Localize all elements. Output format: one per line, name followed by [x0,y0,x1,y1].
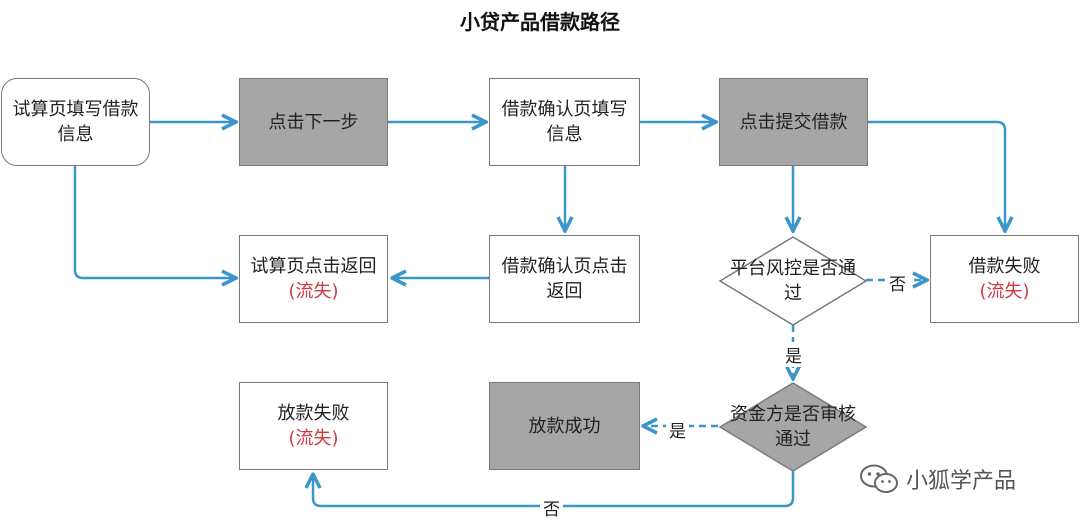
watermark: 小狐学产品 [858,462,1016,496]
loss-label: (流失) [288,428,339,449]
trial-back-node: 试算页点击返回 (流失) [239,235,388,323]
edge-label-risk-no: 否 [886,270,909,295]
click-next-node: 点击下一步 [239,78,388,166]
edge-label-risk-yes: 是 [782,342,805,367]
loan-fail-node: 借款失败 (流失) [930,235,1079,323]
edge-label-funder-yes: 是 [666,417,689,442]
watermark-text: 小狐学产品 [906,469,1017,494]
wechat-icon [860,464,898,493]
risk-check-text: 平台风控是否通 过 [730,258,856,304]
edge-submit-to-loan-fail [868,120,1005,231]
confirm-fill-node: 借款确认页填写 信息 [489,78,640,166]
confirm-back-node: 借款确认页点击 返回 [489,235,640,323]
loss-label: (流失) [288,281,339,302]
edge-label-funder-no: 否 [540,495,563,520]
loss-label: (流失) [979,281,1030,302]
funder-check-diamond [718,382,868,472]
trial-fill-node: 试算页填写借款 信息 [1,78,150,166]
disburse-ok-node: 放款成功 [489,382,640,470]
diagram-title: 小贷产品借款路径 [460,10,620,34]
funder-check-text: 资金方是否审核 通过 [730,404,856,450]
disburse-fail-node: 放款失败 (流失) [239,382,388,470]
edge-trial-to-trial-back [73,166,236,278]
click-submit-node: 点击提交借款 [719,78,868,166]
risk-check-diamond [718,236,868,326]
